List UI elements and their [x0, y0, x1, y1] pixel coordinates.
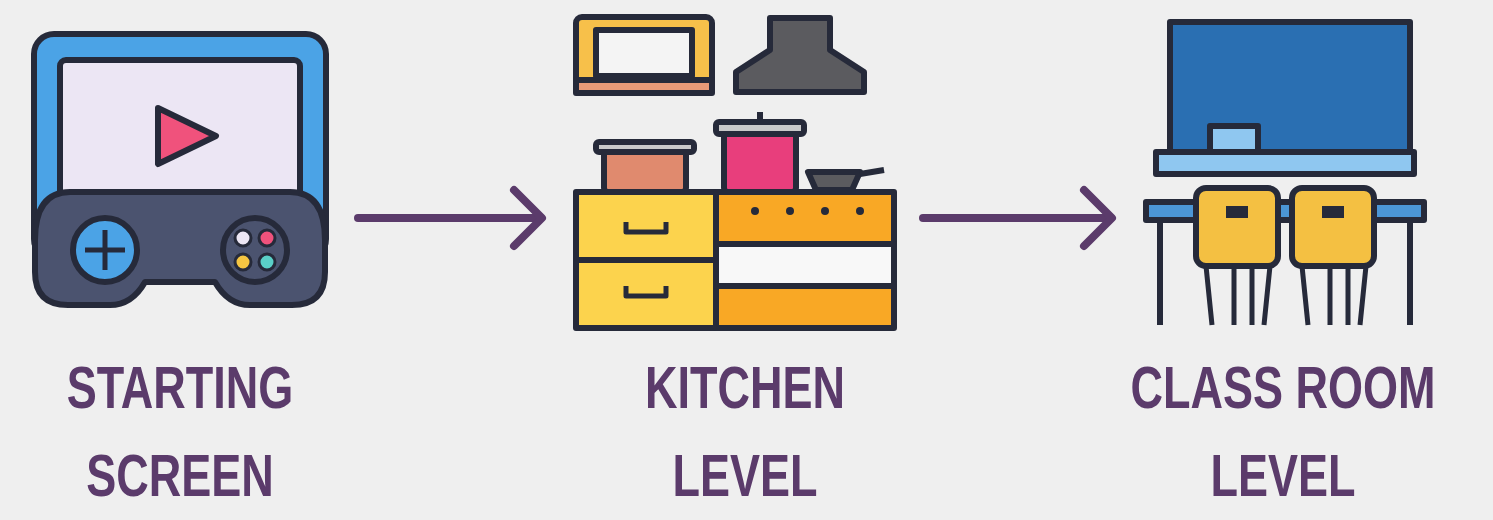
lid-knob: [757, 112, 763, 122]
flow-arrow: [358, 190, 542, 246]
play-symbol: [158, 108, 216, 164]
cabinet-base: [576, 80, 712, 93]
pot-lid: [716, 122, 804, 134]
gamepad-buttons: [223, 218, 287, 282]
gamepad-button: [259, 254, 275, 270]
flow-arrow: [923, 190, 1112, 246]
gamepad-button: [259, 230, 275, 246]
pan: [808, 172, 860, 190]
game-screen-icon: [34, 34, 326, 305]
stove: [716, 192, 894, 328]
chair-back: [1196, 188, 1278, 266]
drawer-handle: [626, 222, 666, 296]
chair-legs: [1206, 266, 1270, 325]
classroom-level-node: CLASS ROOM LEVEL: [1140, 20, 1430, 510]
arrow-head: [514, 190, 542, 246]
cabinet-window: [596, 30, 692, 76]
arrow-shaft: [923, 214, 1109, 222]
chair-legs: [1302, 266, 1366, 325]
arrow-shaft: [358, 214, 539, 222]
wall-cabinet: [576, 17, 712, 93]
chair-back: [1292, 188, 1374, 266]
level-label: STARTING SCREEN: [15, 344, 345, 520]
gamepad-button: [235, 230, 251, 246]
classroom-icon: [1146, 22, 1424, 325]
oven-window: [716, 244, 894, 286]
stove-knob: [751, 207, 759, 215]
desk-top: [1146, 202, 1424, 220]
chair-slot: [1226, 206, 1248, 218]
gamepad-body: [35, 192, 325, 305]
stove-knob: [786, 207, 794, 215]
stove-knob: [821, 207, 829, 215]
pan-handle: [860, 170, 884, 174]
drawer-divider: [576, 257, 716, 263]
start-screen-node: STARTING SCREEN: [30, 30, 330, 510]
big-pot: [724, 130, 796, 192]
kitchen-level-node: KITCHEN LEVEL: [570, 15, 895, 510]
gamepad-button: [235, 254, 251, 270]
dpad-cross: [85, 230, 125, 270]
level-label: CLASS ROOM LEVEL: [1118, 344, 1448, 520]
stove-knob: [856, 207, 864, 215]
pot-rim: [596, 142, 694, 152]
gamepad-dpad: [73, 218, 137, 282]
blackboard: [1170, 22, 1410, 162]
board-ledge: [1156, 152, 1414, 174]
arrow-head: [1084, 190, 1112, 246]
chair-slot: [1322, 206, 1344, 218]
level-label: KITCHEN LEVEL: [580, 344, 910, 520]
drawer-cabinet: [576, 192, 716, 328]
range-hood: [736, 18, 864, 92]
kitchen-icon: [576, 17, 894, 328]
